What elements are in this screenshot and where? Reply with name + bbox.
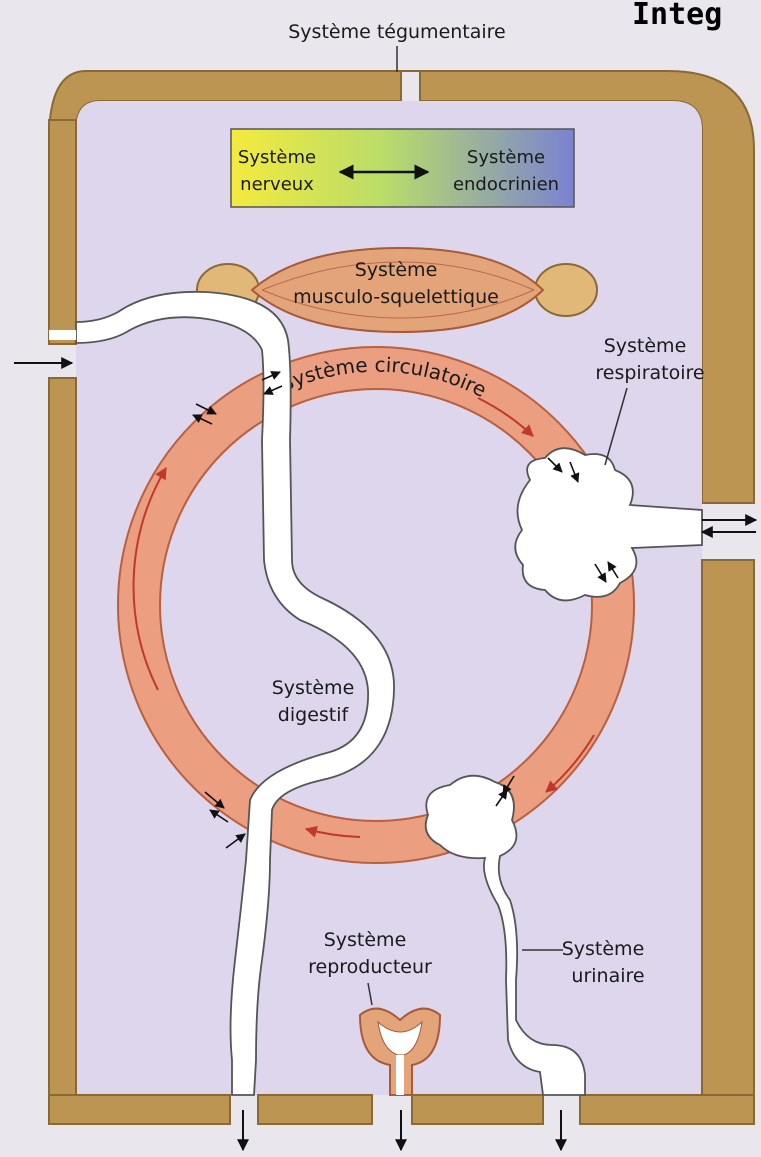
label-nervous-2: nerveux xyxy=(240,174,314,195)
label-digestive-1: Système xyxy=(272,677,355,699)
label-endocrine-1: Système xyxy=(467,147,545,168)
label-integumentary: Système tégumentaire xyxy=(288,21,506,43)
label-respiratory-2: respiratoire xyxy=(595,362,704,384)
integumentary-left-upper xyxy=(49,120,76,344)
page-title: Integ xyxy=(632,0,722,32)
label-urinary-2: urinaire xyxy=(571,965,644,987)
integumentary-left xyxy=(49,378,76,1124)
reproductive-canal xyxy=(396,1055,404,1095)
label-musculoskeletal-1: Système xyxy=(355,259,438,281)
label-endocrine-2: endocrinien xyxy=(453,174,559,195)
label-reproductive-2: reproducteur xyxy=(308,956,432,978)
label-musculoskeletal-2: musculo-squelettique xyxy=(293,286,499,308)
integumentary-right-lower xyxy=(702,560,754,1124)
label-digestive-2: digestif xyxy=(278,704,350,726)
neuro-endocrine-box xyxy=(231,129,574,207)
label-reproductive-1: Système xyxy=(324,929,407,951)
label-nervous-1: Système xyxy=(238,147,316,168)
mouth-opening xyxy=(49,330,76,340)
label-respiratory-1: Système xyxy=(604,335,687,357)
label-urinary-1: Système xyxy=(562,938,645,960)
